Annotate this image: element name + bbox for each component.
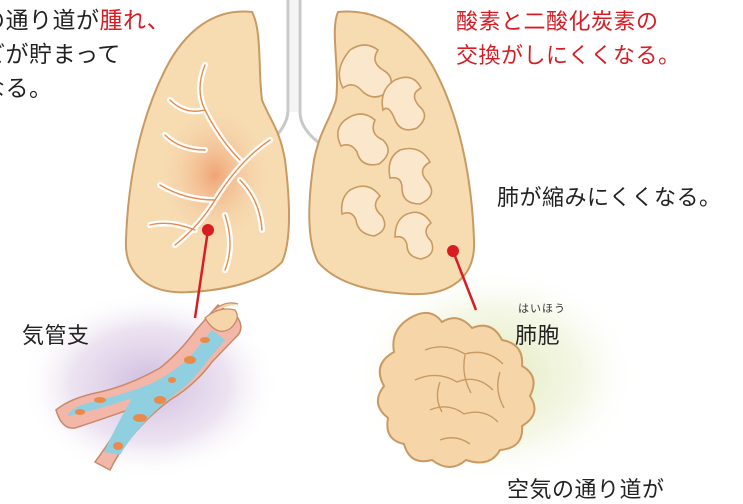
- gas-line1: 酸素と二酸化炭素の: [456, 6, 681, 40]
- alveoli-label: 肺胞: [515, 318, 560, 350]
- airway-line1-black: の通り道が: [0, 8, 100, 34]
- gas-exchange-note: 酸素と二酸化炭素の 交換がしにくくなる。: [456, 6, 681, 74]
- gas-line2: 交換がしにくくなる。: [456, 40, 681, 74]
- airway-line1-red: 腫れ、: [100, 8, 171, 34]
- bronchi-label: 気管支: [22, 318, 90, 350]
- bottom-airway-note: 空気の通り道が: [507, 472, 665, 504]
- alveoli-ruby: はいほう: [518, 300, 566, 316]
- lung-shrink-note: 肺が縮みにくくなる。: [497, 180, 722, 212]
- airway-line2: どが貯まって: [0, 38, 170, 72]
- airway-swelling-note: の通り道が腫れ、 どが貯まって なる。: [0, 4, 170, 106]
- airway-line3: なる。: [0, 72, 170, 106]
